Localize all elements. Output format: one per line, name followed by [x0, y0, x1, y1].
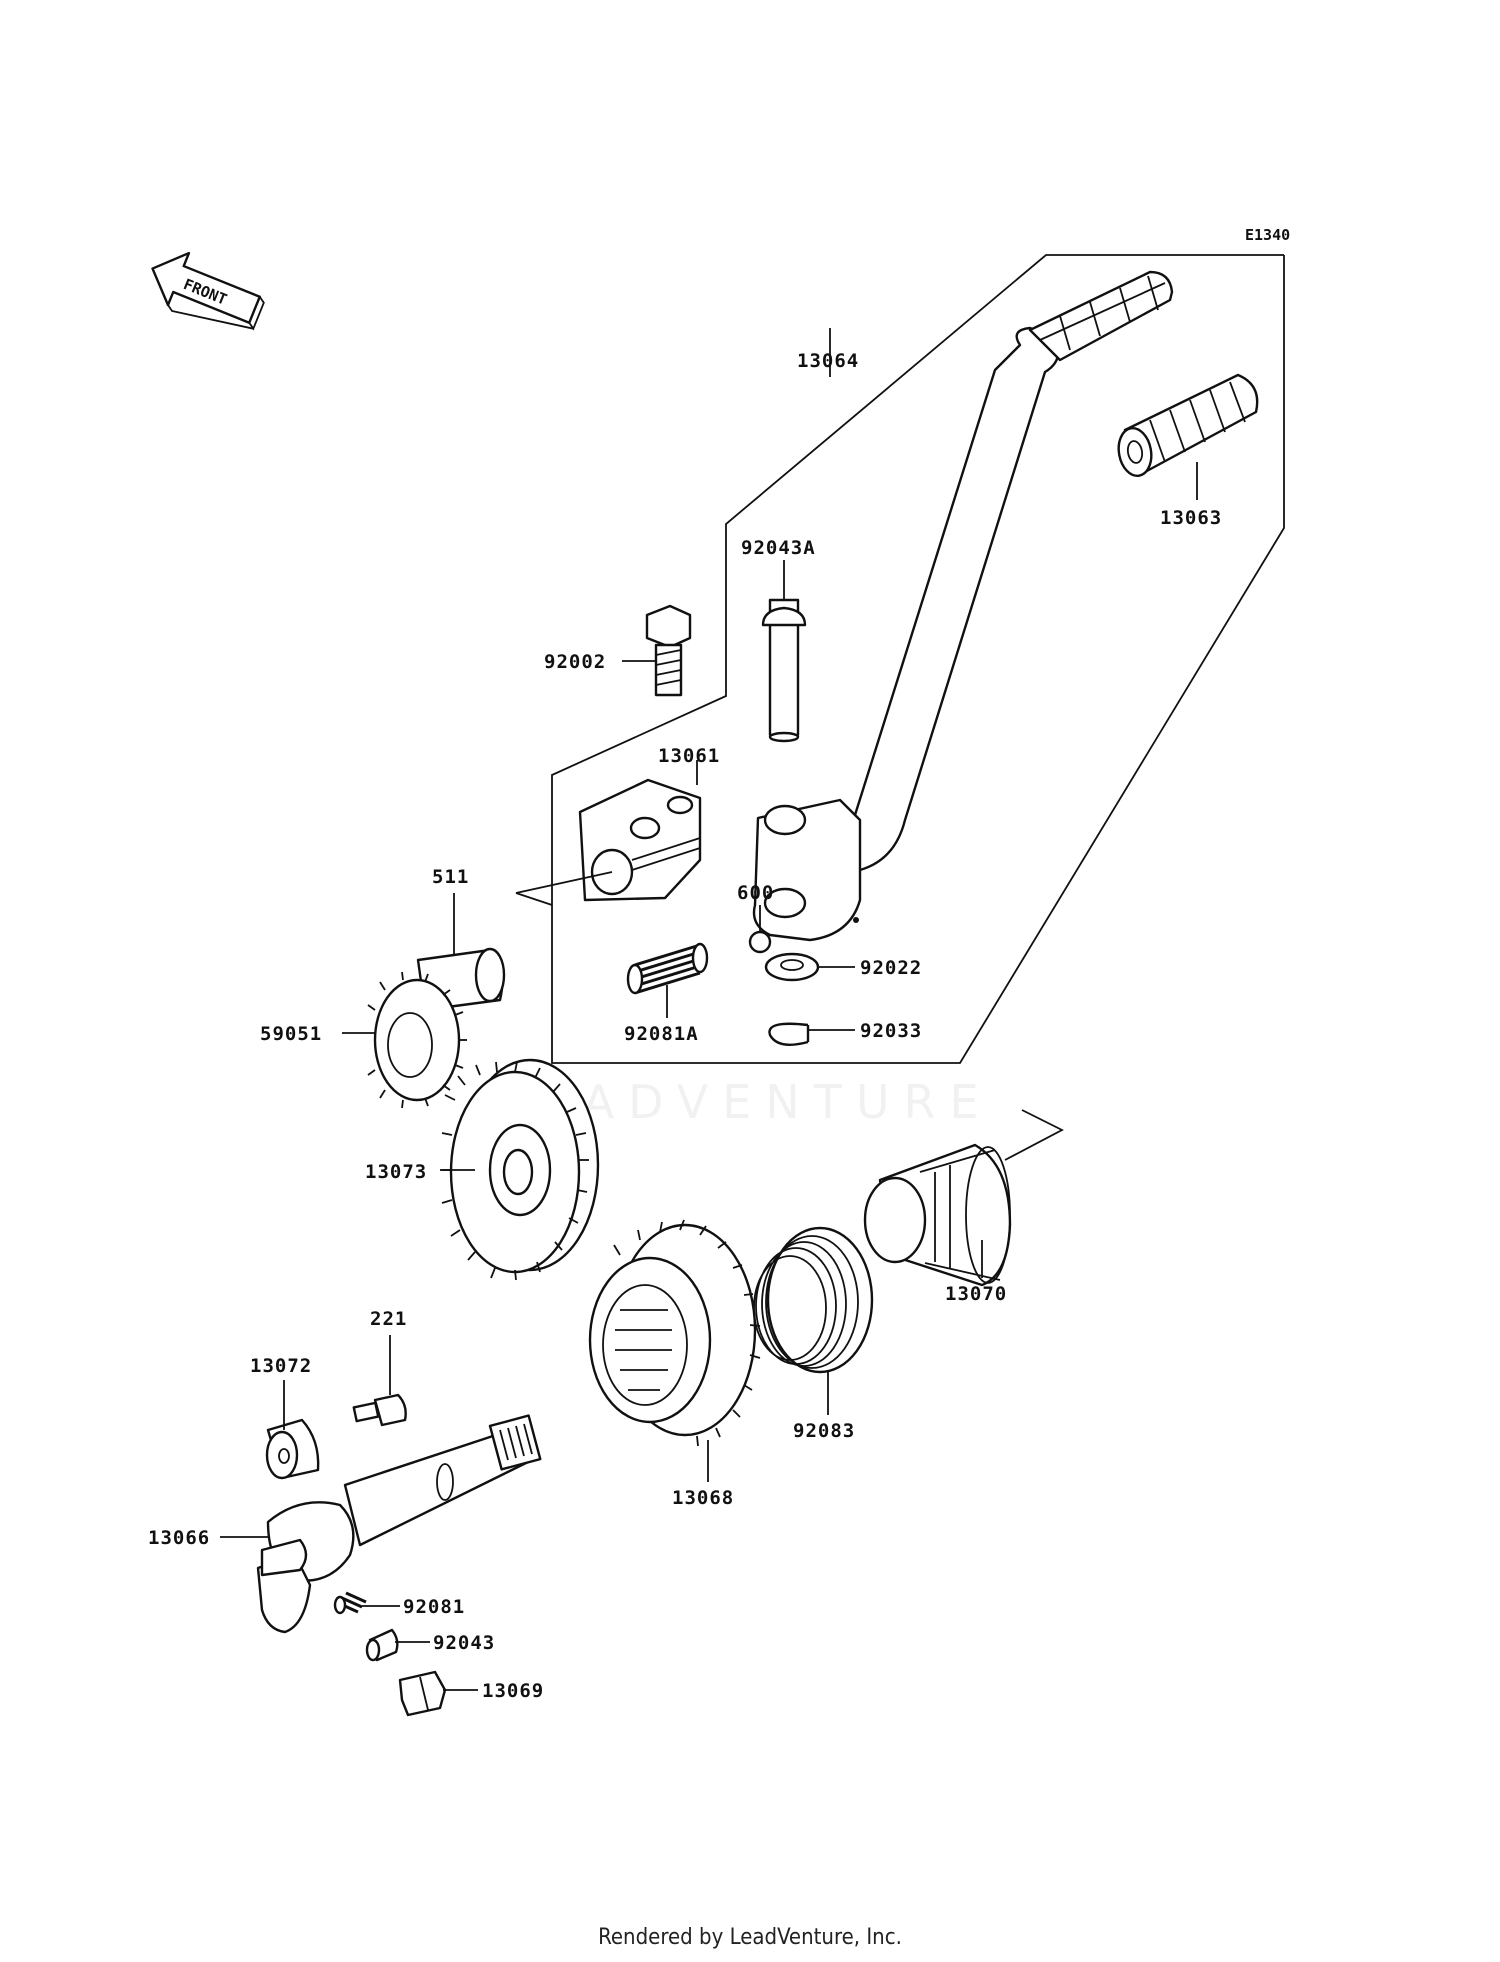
kick-shaft-13066: [256, 1414, 542, 1634]
part-label-13070[interactable]: 13070: [945, 1283, 1007, 1305]
front-arrow-icon: FRONT: [151, 251, 265, 331]
part-label-92002[interactable]: 92002: [544, 651, 606, 673]
leader-sleeve-bracket: [1004, 1109, 1064, 1161]
clamp-13061: [578, 778, 702, 902]
pin-92043A: [761, 598, 807, 743]
bolt-92002: [645, 604, 692, 697]
leader-clamp-left-2: [515, 892, 553, 906]
part-label-92081A[interactable]: 92081A: [624, 1023, 699, 1045]
part-label-13064[interactable]: 13064: [797, 350, 859, 372]
pin-92043: [365, 1628, 399, 1662]
circlip-92033: [768, 1022, 810, 1046]
part-label-221[interactable]: 221: [370, 1308, 407, 1330]
screw-221: [352, 1393, 407, 1427]
diagram-code: E1340: [1245, 226, 1290, 244]
part-label-600[interactable]: 600: [737, 882, 774, 904]
part-label-13061[interactable]: 13061: [658, 745, 720, 767]
part-label-92083[interactable]: 92083: [793, 1420, 855, 1442]
part-label-92022[interactable]: 92022: [860, 957, 922, 979]
footer-credit: Rendered by LeadVenture, Inc.: [598, 1925, 902, 1950]
gear-13073: [440, 1058, 600, 1281]
gear-13068: [588, 1219, 761, 1447]
part-label-511[interactable]: 511: [432, 866, 469, 888]
collar-13072: [265, 1418, 320, 1480]
gear-59051: [367, 947, 506, 1109]
part-label-92081[interactable]: 92081: [403, 1596, 465, 1618]
assembly-outline: [551, 254, 1285, 1064]
part-label-59051[interactable]: 59051: [260, 1023, 322, 1045]
grip-rubber: [1117, 373, 1259, 477]
part-label-13066[interactable]: 13066: [148, 1527, 210, 1549]
part-label-92033[interactable]: 92033: [860, 1020, 922, 1042]
part-label-13063[interactable]: 13063: [1160, 507, 1222, 529]
leader-clamp-left: [515, 871, 613, 894]
part-label-13072[interactable]: 13072: [250, 1355, 312, 1377]
part-label-13073[interactable]: 13073: [365, 1161, 427, 1183]
part-label-13069[interactable]: 13069: [482, 1680, 544, 1702]
spring-92081: [333, 1591, 367, 1615]
guide-13069: [398, 1670, 447, 1717]
part-label-13068[interactable]: 13068: [672, 1487, 734, 1509]
spring-92081A: [626, 942, 709, 995]
kick-lever-arm: [752, 270, 1174, 942]
sleeve-13070: [863, 1143, 1012, 1287]
spring-92083: [753, 1226, 874, 1374]
part-label-92043[interactable]: 92043: [433, 1632, 495, 1654]
part-label-92043A[interactable]: 92043A: [741, 537, 816, 559]
washer-92022: [764, 952, 820, 982]
ball-600: [748, 930, 772, 954]
